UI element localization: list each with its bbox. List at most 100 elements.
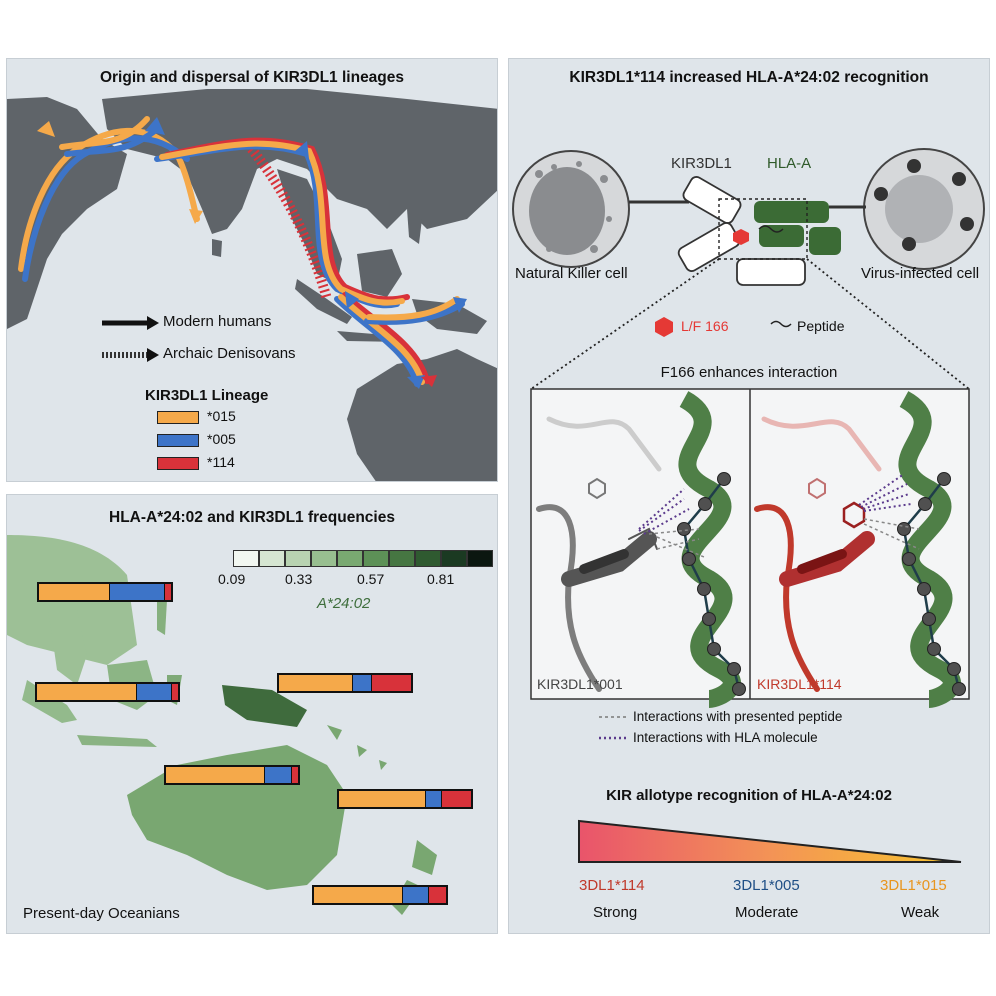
landmass-philippines (407, 209, 422, 244)
legend-modern-humans-label: Modern humans (163, 313, 272, 330)
landmass-africa-arabia (7, 97, 127, 329)
allotype-title: KIR allotype recognition of HLA-A*24:02 (606, 787, 892, 804)
colorscale-cell (441, 550, 467, 567)
legend-archaic-denisovans-label: Archaic Denisovans (163, 345, 296, 362)
route-east-015 (366, 296, 460, 321)
residue-166-marker (733, 229, 749, 245)
legend-peptide-label: Interactions with presented peptide (633, 709, 843, 724)
bar-segment-015 (39, 584, 109, 600)
frequency-bar-4 (164, 765, 300, 785)
route-114-south (342, 292, 430, 384)
hla-interactions-right (858, 473, 912, 512)
colorscale-cell (337, 550, 363, 567)
route-015-main (159, 140, 405, 306)
region-philippines (157, 595, 167, 635)
region-islands (327, 725, 387, 770)
allotype-strength-strong: Strong (593, 904, 638, 921)
bar-segment-114 (164, 584, 171, 600)
scale-tick-2: 0.57 (357, 571, 385, 587)
lineage-label-114: *114 (207, 454, 235, 470)
virus-cell-nucleus (885, 175, 953, 243)
kir3dl1-114-structure (754, 416, 882, 692)
landmass-sri-lanka (212, 239, 222, 257)
bar-segment-015 (166, 767, 264, 783)
zoom-title: F166 enhances interaction (660, 364, 838, 381)
hla-interactions-left (638, 488, 690, 535)
route-east (364, 301, 465, 325)
recognition-panel-title: KIR3DL1*114 increased HLA-A*24:02 recogn… (569, 69, 929, 86)
peptide-atoms-left (677, 472, 746, 696)
landmass-new-guinea (412, 299, 487, 334)
frequency-colorscale (233, 550, 493, 568)
frequency-bar-1 (37, 582, 173, 602)
lf-166-legend-icon (655, 317, 673, 337)
route-arrowheads (37, 117, 467, 389)
lineage-label-005: *005 (207, 431, 236, 447)
nk-cell-label: Natural Killer cell (515, 265, 628, 282)
dispersal-map-panel: Origin and dispersal of KIR3DL1 lineages (6, 58, 498, 482)
peptide-in-cell (758, 225, 784, 233)
bar-segment-114 (427, 887, 446, 903)
bar-segment-114 (291, 767, 298, 783)
colorscale-cell (311, 550, 337, 567)
route-015-north (59, 116, 150, 150)
allotype-strength-weak: Weak (901, 904, 940, 921)
peptide-label: Peptide (797, 318, 845, 334)
hla-a-label: HLA-A (767, 155, 812, 172)
kir3dl1-label: KIR3DL1 (671, 155, 732, 172)
allotype-name-114: 3DL1*114 (579, 877, 645, 894)
hla-a-molecule (754, 201, 841, 255)
colorscale-cell (363, 550, 389, 567)
bar-segment-005 (263, 767, 292, 783)
peptide-interactions-left (648, 528, 705, 558)
lineage-label-015: *015 (207, 408, 236, 424)
frequency-bar-5 (337, 789, 473, 809)
route-005-north (64, 126, 160, 157)
lf-166-label: L/F 166 (681, 318, 729, 334)
bar-segment-015 (37, 684, 136, 700)
dispersal-map-title: Origin and dispersal of KIR3DL1 lineages (99, 69, 405, 86)
bar-segment-005 (351, 675, 372, 691)
recognition-panel: KIR3DL1*114 increased HLA-A*24:02 recogn… (508, 58, 990, 934)
dispersal-map (7, 89, 497, 481)
frequency-footer: Present-day Oceanians (23, 905, 180, 922)
denisovan-route (241, 137, 332, 301)
bar-segment-005 (402, 887, 428, 903)
colorscale-cell (233, 550, 259, 567)
nk-nucleus (529, 167, 605, 255)
landmass-sumatra (295, 279, 352, 324)
landmass-australia (347, 349, 497, 481)
colorscale-cell (467, 550, 493, 567)
landmass-eurasia (102, 89, 497, 234)
colorscale-cell (415, 550, 441, 567)
region-java (77, 735, 157, 747)
scale-tick-0: 0.09 (218, 571, 246, 587)
kir3dl1-001-label: KIR3DL1*001 (537, 676, 623, 692)
bar-segment-015 (279, 675, 352, 691)
bar-segment-005 (424, 791, 441, 807)
recognition-strength-gradient (578, 819, 962, 863)
peptide-legend-icon (770, 320, 792, 328)
scale-label: A*24:02 (317, 595, 371, 612)
colorscale-cell (389, 550, 415, 567)
colorscale-cell (259, 550, 285, 567)
frequency-bar-3 (277, 673, 413, 693)
frequency-bar-2 (35, 682, 180, 702)
virus-particles (874, 159, 974, 251)
frequency-bar-6 (312, 885, 448, 905)
recognition-diagram (512, 148, 985, 863)
scale-tick-3: 0.81 (427, 571, 455, 587)
allotype-strength-moderate: Moderate (735, 904, 799, 921)
route-015-south (338, 294, 425, 385)
bar-segment-114 (371, 675, 411, 691)
virus-cell-label: Virus-infected cell (861, 265, 980, 282)
bar-segment-015 (314, 887, 403, 903)
bar-segment-005 (135, 684, 171, 700)
kir3dl1-114-label: KIR3DL1*114 (757, 676, 842, 692)
allotype-name-015: 3DL1*015 (880, 877, 947, 894)
scale-tick-1: 0.33 (285, 571, 313, 587)
route-015-west (18, 127, 200, 272)
bar-segment-015 (339, 791, 425, 807)
frequency-panel-title: HLA-A*24:02 and KIR3DL1 frequencies (109, 509, 395, 526)
region-new-guinea (222, 685, 307, 727)
